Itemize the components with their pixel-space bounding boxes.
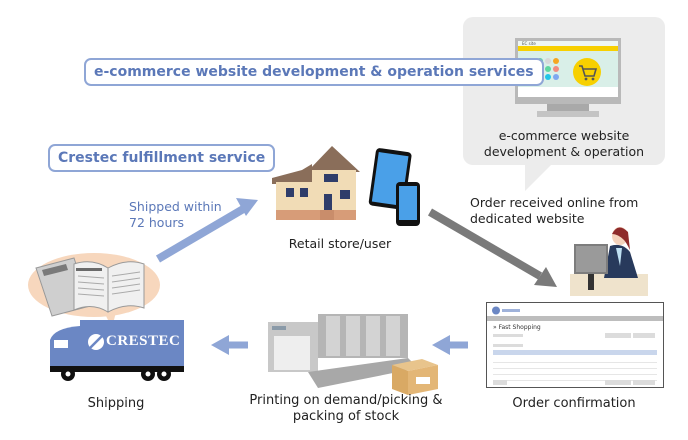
order-received-line1: Order received online from xyxy=(470,195,639,210)
ec-site-screen-label: EC site xyxy=(522,41,536,46)
delivery-truck-icon xyxy=(50,320,184,381)
house-icon xyxy=(272,146,360,220)
ec-site-caption-line2: development & operation xyxy=(483,144,645,159)
ec-site-bubble-tail xyxy=(525,165,551,191)
screenshot-button xyxy=(633,333,655,338)
screenshot-button xyxy=(605,333,631,338)
screenshot-heading: » Fast Shopping xyxy=(493,324,541,331)
screenshot-subline xyxy=(493,334,523,337)
table-row xyxy=(493,357,657,363)
tablet-and-phone-icon xyxy=(368,148,420,226)
product-dot xyxy=(545,74,551,80)
shipping-label: Shipping xyxy=(87,396,145,411)
ecommerce-services-title: e-commerce website development & operati… xyxy=(84,58,544,86)
table-row xyxy=(493,375,657,381)
books-icon xyxy=(35,257,145,317)
ec-site-caption: e-commerce website development & operati… xyxy=(466,128,662,160)
screenshot-button xyxy=(493,380,507,385)
table-row xyxy=(493,363,657,369)
printing-press-icon xyxy=(268,314,418,388)
crestec-logo-icon xyxy=(492,306,520,315)
screenshot-section-bar xyxy=(493,344,523,347)
table-row xyxy=(493,369,657,375)
order-confirmation-screenshot: » Fast Shopping xyxy=(486,302,664,388)
shipped-within-note: Shipped within 72 hours xyxy=(129,199,222,231)
fulfillment-service-title: Crestec fulfillment service xyxy=(48,144,276,172)
screenshot-table-header xyxy=(493,350,657,355)
truck-brand-text: CRESTEC xyxy=(106,333,181,349)
product-dot xyxy=(545,58,551,64)
screenshot-button xyxy=(633,380,655,385)
shipped-within-line2: 72 hours xyxy=(129,215,185,230)
cardboard-box-icon xyxy=(392,359,438,395)
screenshot-button xyxy=(605,380,631,385)
product-dot xyxy=(553,58,559,64)
customer-support-operator-icon xyxy=(570,227,648,296)
printing-label-line2: packing of stock xyxy=(292,409,400,424)
product-dot xyxy=(553,74,559,80)
printing-label: Printing on demand/picking & packing of … xyxy=(236,393,456,425)
printing-label-line1: Printing on demand/picking & xyxy=(249,393,443,408)
order-received-text: Order received online from dedicated web… xyxy=(470,195,638,227)
shipped-within-line1: Shipped within xyxy=(129,199,222,214)
product-dot xyxy=(545,66,551,72)
product-dot xyxy=(553,66,559,72)
retail-store-label: Retail store/user xyxy=(288,236,392,251)
order-received-line2: dedicated website xyxy=(470,211,585,226)
screenshot-nav-bar xyxy=(487,316,663,321)
ec-site-caption-line1: e-commerce website xyxy=(498,128,630,143)
order-confirmation-label: Order confirmation xyxy=(512,396,636,411)
